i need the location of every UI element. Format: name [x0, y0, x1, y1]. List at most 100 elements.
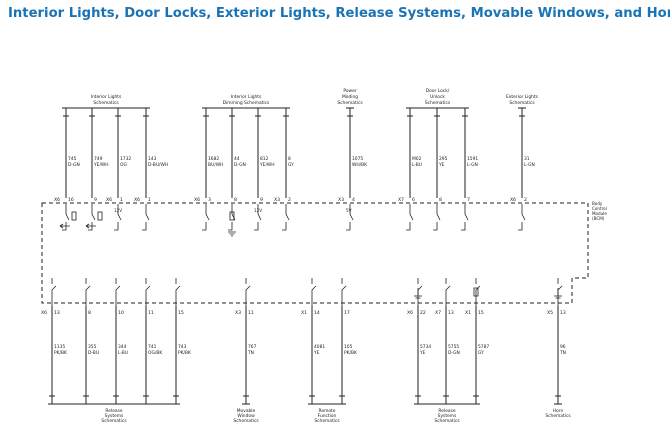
circuit-number: 5755 — [448, 344, 459, 350]
pin-number: 17 — [344, 310, 350, 316]
group-label-line: Remote — [319, 408, 336, 414]
group-label-line: Systems — [105, 413, 124, 419]
connector-id: X6 — [194, 197, 200, 203]
wire-color: YE — [313, 350, 320, 356]
circuit-number: 1591 — [467, 156, 478, 162]
voltage-label: 5V — [346, 208, 352, 213]
pin-number: 8 — [234, 197, 237, 203]
bcm-module-label: Body Control Module (BCM) — [592, 201, 607, 221]
group-label-line: Schematics — [545, 413, 571, 419]
circuit-number: 749 — [94, 156, 103, 162]
circuit-number: 143 — [148, 156, 157, 162]
voltage-label: 12V — [254, 208, 262, 213]
circuit-number: 5734 — [420, 344, 431, 350]
top-wire-31: 31L-GN X6 2 — [510, 108, 535, 231]
connector-id: X6 — [106, 197, 112, 203]
resistor-symbol — [71, 211, 77, 221]
pin-number: 13 — [448, 310, 454, 316]
wire-color: L-BU — [412, 162, 422, 168]
circuit-number: 105 — [344, 344, 353, 350]
pin-number: 13 — [560, 310, 566, 316]
circuit-number: 31 — [524, 156, 530, 162]
group-label-line: Window — [237, 413, 255, 419]
pin-number: 11 — [148, 310, 154, 316]
circuit-number: 1075 — [352, 156, 363, 162]
wire-color: OG — [120, 162, 127, 168]
group-label-line: Interior Lights — [231, 94, 262, 100]
connector-id: X3 — [235, 310, 241, 316]
wire-color: GY — [288, 162, 294, 168]
pin-number: 1 — [148, 197, 151, 203]
pin-number: 13 — [54, 310, 60, 316]
switch-symbol — [282, 204, 290, 231]
switch-symbol — [202, 204, 210, 231]
connector-id: X3 — [274, 197, 280, 203]
pin-number: 8 — [439, 197, 442, 203]
wire-color: YE/WH — [93, 162, 109, 168]
switch-symbol — [254, 204, 262, 231]
pin-number: 3 — [208, 197, 211, 203]
group-label-line: Schematics — [101, 418, 127, 424]
switch-symbol — [311, 278, 317, 306]
switch-symbol — [145, 278, 151, 306]
switch-symbol — [142, 204, 150, 231]
circuit-number: 8 — [288, 156, 291, 162]
wire-color: L-GN — [524, 162, 535, 168]
group-label-line: Release — [105, 408, 122, 414]
pin-number: 2 — [524, 197, 527, 203]
pin-number: 9 — [260, 197, 263, 203]
circuit-number: 1682 — [208, 156, 219, 162]
circuit-number: 5787 — [478, 344, 489, 350]
wire-color: D-BU/WH — [148, 162, 168, 168]
circuit-number: 96 — [560, 344, 566, 350]
ground-icon — [554, 288, 562, 299]
connector-id: X3 — [338, 197, 344, 203]
wire-color: PK/BK — [178, 350, 191, 356]
circuit-number: 44 — [234, 156, 240, 162]
resistor-symbol — [473, 287, 479, 297]
ground-icon — [414, 288, 422, 299]
connector-id: X6 — [407, 310, 413, 316]
ground-icon — [228, 231, 236, 237]
wire-color: YE/WH — [259, 162, 275, 168]
connector-id: X6 — [510, 197, 516, 203]
switch-symbol — [475, 278, 481, 306]
pin-number: 14 — [314, 310, 320, 316]
connector-id: X6 — [54, 197, 60, 203]
pin-number: 8 — [88, 310, 91, 316]
wire-color: D-GN — [234, 162, 246, 168]
wire-color: BU/WH — [208, 162, 223, 168]
wire-color: L-BU — [118, 350, 128, 356]
group-label-line: Moding — [342, 94, 358, 100]
wire-color: YE — [419, 350, 426, 356]
connector-id: X7 — [398, 197, 404, 203]
wire-color: PK/BK — [54, 350, 67, 356]
group-label-line: Schematics — [233, 418, 259, 424]
wire-color: WH/BK — [352, 162, 367, 168]
wire-color: D-GN — [68, 162, 80, 168]
wire-color: YE — [438, 162, 445, 168]
group-label-line: Interior Lights — [91, 94, 122, 100]
group-label-line: Schematics — [314, 418, 340, 424]
pin-number: 10 — [118, 310, 124, 316]
pin-number: 6 — [412, 197, 415, 203]
svg-text:Module: Module — [592, 211, 607, 216]
connector-id: X1 — [301, 310, 307, 316]
group-label-line: Release — [438, 408, 455, 414]
